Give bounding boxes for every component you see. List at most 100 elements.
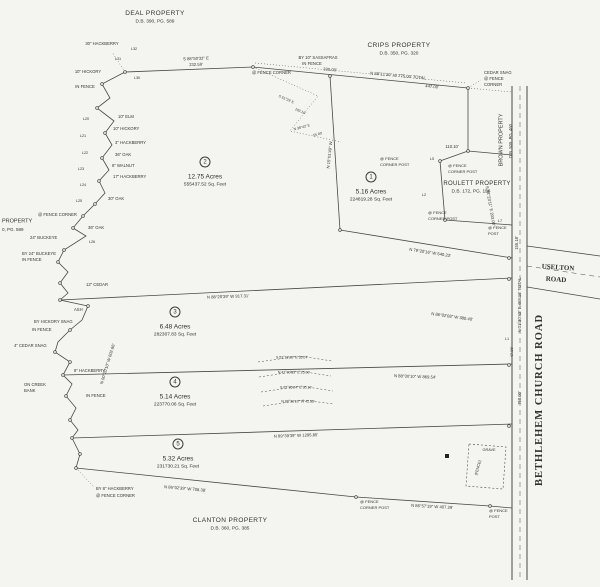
line-number-label: L30 <box>133 76 141 81</box>
cedar-snag-note-2: @ FENCE <box>484 75 504 81</box>
line-number-label: L25 <box>75 199 83 204</box>
parcel-number-badge: 1 <box>365 171 377 183</box>
creek-note: ON CREEK <box>24 381 46 387</box>
uselton-south-edge <box>526 286 600 300</box>
tree-note: ASH <box>74 306 83 312</box>
corner-marker <box>86 304 90 308</box>
parcel-area-sqft: 555437.52 Sq. Feet <box>183 182 227 188</box>
tree-note: 4" CEDAR SNAG <box>14 342 47 348</box>
roulett-west-line <box>439 160 446 221</box>
west-property-deed-partial: 0, PG. 589 <box>2 226 24 232</box>
line-number-label: L32 <box>130 47 138 52</box>
tree-note: 10" HICKORY <box>74 68 102 74</box>
clanton-property-label: CLANTON PROPERTY <box>192 516 268 524</box>
corner-marker <box>62 248 66 252</box>
parcel-area-sqft: 282307.83 Sq. Feet <box>153 332 197 338</box>
north-boundary-east <box>252 66 469 89</box>
creek-note-2: BANK <box>24 387 36 393</box>
line-number-label: L1 <box>504 337 510 342</box>
parcel-number-badge: 3 <box>169 306 181 318</box>
corner-marker <box>68 360 72 364</box>
corner-marker <box>123 70 127 74</box>
line-number-label: L5 <box>429 157 435 162</box>
parcel-area-sqft: 224819.28 Sq. Feet <box>349 197 393 203</box>
tree-note: 3" HACKBERRY <box>115 139 146 145</box>
line-number-label: L24 <box>79 183 87 188</box>
roulett-road-line <box>467 150 513 156</box>
tree-note: 8" WALNUT <box>112 162 135 168</box>
creek-dim-label: S 05°35'24" E 30.10' <box>279 385 313 390</box>
corner-marker <box>95 106 99 110</box>
corner-marker <box>438 159 442 163</box>
parcel-4-north-line <box>62 363 513 376</box>
parcel-area-sqft: 223770.06 Sq. Feet <box>153 402 197 408</box>
leader-dotted <box>75 467 95 488</box>
corner-marker <box>507 277 511 281</box>
line-number-label: L31 <box>114 57 122 62</box>
south-boundary-mid <box>355 496 491 507</box>
creek-dim-label: N 88°36'10" W 42.55' <box>281 399 315 404</box>
corner-marker <box>100 82 104 86</box>
line-number-label: L23 <box>77 167 85 172</box>
tree-note: 36" OAK <box>88 224 105 230</box>
corner-marker <box>507 424 511 428</box>
corner-marker <box>100 156 104 160</box>
line-number-label: L20 <box>82 117 90 122</box>
fence-corner-note: @ FENCE CORNER <box>96 492 135 498</box>
fence-post-note: @ FENCE <box>488 225 507 230</box>
corner-marker <box>328 74 332 78</box>
roulett-south-line <box>444 219 513 226</box>
fence-corner-note: @ FENCE CORNER <box>38 211 77 217</box>
tree-note: 17" HACKBERRY <box>113 173 147 179</box>
corner-tie-dotted <box>467 87 513 93</box>
parcel-number-badge: 4 <box>169 376 181 388</box>
uselton-centerline <box>526 265 600 278</box>
tree-note: BY 24" BUCKEYE <box>22 250 56 256</box>
creek-dim-label: N 42°00'55" E 25.00' <box>277 370 311 375</box>
west-boundary <box>54 71 126 469</box>
parcel-number-badge: 5 <box>172 438 184 450</box>
leader-dotted <box>111 51 126 73</box>
corner-marker <box>466 86 470 90</box>
line-number-label: L22 <box>81 151 89 156</box>
crips-property-deed: D.B. 350, PG. 320 <box>379 51 419 57</box>
fence-post-note-2: CORNER POST <box>360 505 390 510</box>
corner-marker <box>58 298 62 302</box>
parcel-number-badge: 2 <box>199 156 211 168</box>
sassafras-note: BY 10" SASSAFRAS <box>298 54 338 60</box>
fence-note: IN FENCE <box>86 392 106 398</box>
corner-marker <box>58 281 62 285</box>
corner-marker <box>338 228 342 232</box>
brown-property-deed: D.B. 505, PG. 460 <box>507 124 513 158</box>
corner-marker <box>70 436 74 440</box>
corner-marker <box>78 452 82 456</box>
fence-post-note-2: CORNER POST <box>380 162 410 167</box>
cedar-snag-note: CEDAR SNAG <box>484 69 512 75</box>
tree-note: 30" OAK <box>108 195 125 201</box>
corner-marker <box>251 65 255 69</box>
fence-post-note: @ FENCE <box>360 499 379 504</box>
corner-marker <box>74 466 78 470</box>
corner-marker <box>68 418 72 422</box>
north-boundary-west <box>124 66 254 73</box>
fence-post-note-2: POST <box>489 514 500 519</box>
corner-marker <box>56 260 60 264</box>
parcel-area-sqft: 231730.21 Sq. Feet <box>156 464 200 470</box>
tree-note: 12" CEDAR <box>86 281 108 287</box>
parcel-1-south-line <box>339 229 513 259</box>
west-property-label-partial: PROPERTY <box>2 218 33 225</box>
fence-post-note-2: CORNER POST <box>428 216 458 221</box>
clanton-property-deed: D.B. 360, PG. 385 <box>210 526 250 532</box>
corner-marker <box>68 328 72 332</box>
uselton-road-label-2: ROAD <box>545 274 567 285</box>
corner-marker <box>71 226 75 230</box>
brown-property-label: BROWN PROPERTY <box>498 113 505 167</box>
fence-post-note: @ FENCE <box>428 210 447 215</box>
fence-note: IN FENCE <box>75 83 95 89</box>
line-number-label: L7 <box>497 219 503 224</box>
corner-marker <box>53 350 57 354</box>
line-number-label: L26 <box>88 240 96 245</box>
bearing-label: N 01°30'43" E 468.15' TOTAL <box>516 277 522 333</box>
